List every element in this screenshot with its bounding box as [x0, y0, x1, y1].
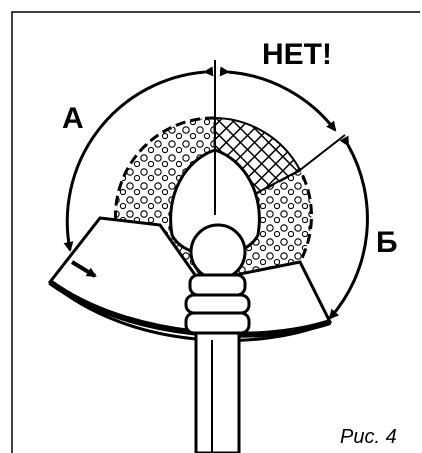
boundary-line-right: [299, 134, 346, 171]
arrow-down-right-icon: [70, 260, 97, 278]
label-zone-b: Б: [376, 226, 398, 259]
arc-zone-a: [63, 66, 214, 252]
arc-forbidden: [219, 66, 337, 132]
label-zone-a: А: [62, 102, 84, 135]
label-forbidden: НЕТ!: [262, 38, 332, 71]
figure-caption: Рис. 4: [340, 426, 397, 448]
arc-zone-b: [328, 135, 369, 320]
page-frame: [11, 11, 420, 453]
